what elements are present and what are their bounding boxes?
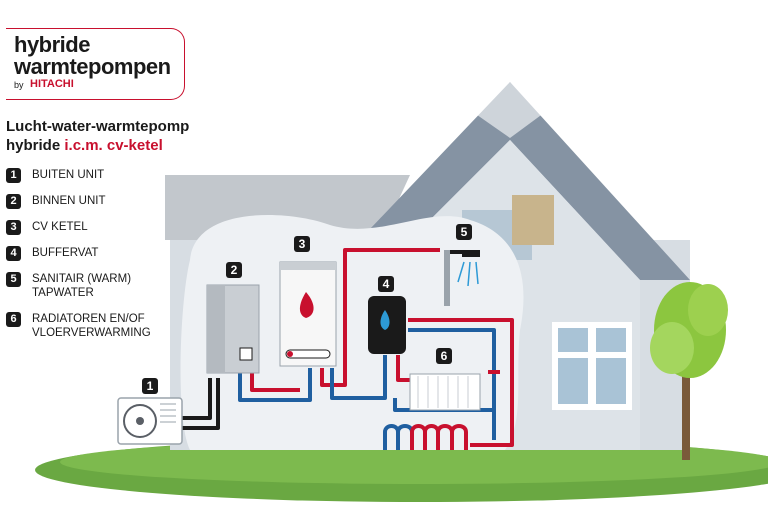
brand-logo-frame bbox=[6, 28, 185, 100]
logo-brand: HITACHI bbox=[30, 78, 74, 90]
legend-label: BUITEN UNIT bbox=[32, 169, 105, 181]
radiator bbox=[409, 373, 481, 411]
outdoor-unit bbox=[117, 397, 183, 445]
legend-number: 3 bbox=[6, 220, 21, 235]
title-line2: hybride i.c.m. cv-ketel bbox=[6, 137, 163, 154]
legend-label: SANITAIR (WARM) bbox=[32, 273, 132, 285]
marker-1: 1 bbox=[142, 378, 158, 394]
legend-number: 6 bbox=[6, 312, 21, 327]
legend-label: BINNEN UNIT bbox=[32, 195, 106, 207]
legend-number: 4 bbox=[6, 246, 21, 261]
title-line1: Lucht-water-warmtepomp bbox=[6, 118, 190, 135]
legend-label-line2: TAPWATER bbox=[32, 287, 94, 299]
marker-2-text: 2 bbox=[231, 263, 238, 277]
marker-6: 6 bbox=[436, 348, 452, 364]
logo-line1: hybride bbox=[14, 32, 90, 57]
legend-label-line2: VLOERVERWARMING bbox=[32, 327, 151, 339]
marker-3: 3 bbox=[294, 236, 310, 252]
title-line2-highlight: i.c.m. cv-ketel bbox=[64, 137, 163, 154]
buffer-tank bbox=[368, 296, 406, 354]
legend-label: RADIATOREN EN/OF bbox=[32, 313, 145, 325]
marker-5-text: 5 bbox=[461, 225, 468, 239]
marker-2: 2 bbox=[226, 262, 242, 278]
legend-label: BUFFERVAT bbox=[32, 247, 99, 259]
legend-number: 2 bbox=[6, 194, 21, 209]
legend-item: 1 BUITEN UNIT bbox=[6, 168, 151, 183]
legend-number: 5 bbox=[6, 272, 21, 287]
legend: 1 BUITEN UNIT 2 BINNEN UNIT 3 CV KETEL 4 BUF… bbox=[6, 168, 151, 340]
legend-item: 5 SANITAIR (WARM) TAPWATER bbox=[6, 272, 151, 300]
logo-line2: warmtepompen bbox=[14, 54, 171, 79]
legend-number: 1 bbox=[6, 168, 21, 183]
marker-4-text: 4 bbox=[383, 277, 390, 291]
legend-item: 4 BUFFERVAT bbox=[6, 246, 151, 261]
boiler bbox=[279, 261, 337, 367]
tree bbox=[650, 282, 728, 460]
marker-4: 4 bbox=[378, 276, 394, 292]
legend-item: 3 CV KETEL bbox=[6, 220, 151, 235]
logo-by: by bbox=[14, 80, 24, 90]
indoor-unit bbox=[206, 284, 260, 374]
marker-5: 5 bbox=[456, 224, 472, 240]
marker-6-text: 6 bbox=[441, 349, 448, 363]
legend-item: 2 BINNEN UNIT bbox=[6, 194, 151, 209]
legend-item: 6 RADIATOREN EN/OF VLOERVERWARMING bbox=[6, 312, 151, 340]
floor-heating-coil bbox=[383, 424, 468, 450]
marker-1-text: 1 bbox=[147, 379, 154, 393]
marker-3-text: 3 bbox=[299, 237, 306, 251]
title-line2-prefix: hybride bbox=[6, 137, 61, 154]
legend-label: CV KETEL bbox=[32, 221, 88, 233]
shower bbox=[444, 250, 480, 306]
